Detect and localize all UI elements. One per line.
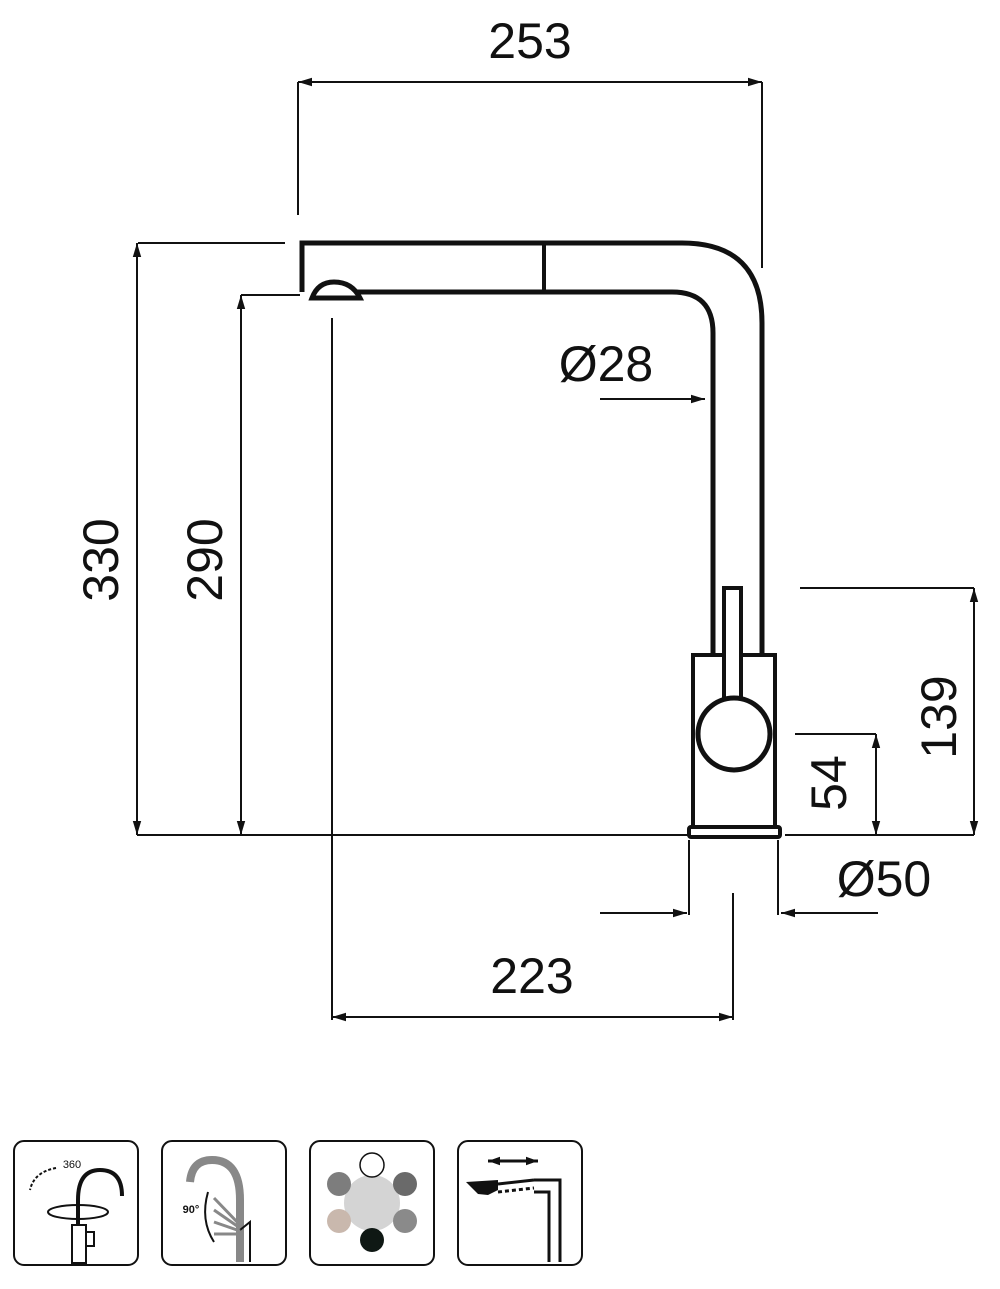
dim-reach-label: 223: [490, 948, 573, 1004]
color-options-icon: [309, 1140, 435, 1266]
dim-width-top-label: 253: [488, 13, 571, 69]
dimension-lines: [132, 77, 979, 1022]
swatch-white: [359, 1152, 385, 1178]
dim-base-diameter-label: Ø50: [837, 851, 932, 907]
swatch-dark-gray-right: [393, 1172, 417, 1196]
aerator-nozzle: [308, 279, 365, 301]
dim-handle-height-label: 54: [801, 755, 857, 811]
swatch-center: [344, 1175, 400, 1231]
swatch-black: [360, 1228, 384, 1252]
dim-height-total-label: 330: [73, 518, 129, 601]
swivel-360-icon: 360: [13, 1140, 139, 1266]
dim-spout-diameter-label: Ø28: [559, 336, 654, 392]
swatch-gray-left: [327, 1172, 351, 1196]
lever-handle: [722, 586, 743, 705]
cartridge-knob: [695, 695, 773, 773]
base-plate: [687, 825, 782, 839]
handle-90-icon: 90°: [161, 1140, 287, 1266]
swivel-360-label: 360: [63, 1159, 81, 1171]
pull-out-spray-icon: [457, 1140, 583, 1266]
handle-90-label: 90°: [183, 1204, 200, 1216]
swatch-beige: [327, 1209, 351, 1233]
swatch-mid-gray: [393, 1209, 417, 1233]
faucet-outline: [299, 240, 782, 839]
dim-base-to-handle-label: 139: [911, 675, 967, 758]
dim-height-spout-label: 290: [177, 518, 233, 601]
